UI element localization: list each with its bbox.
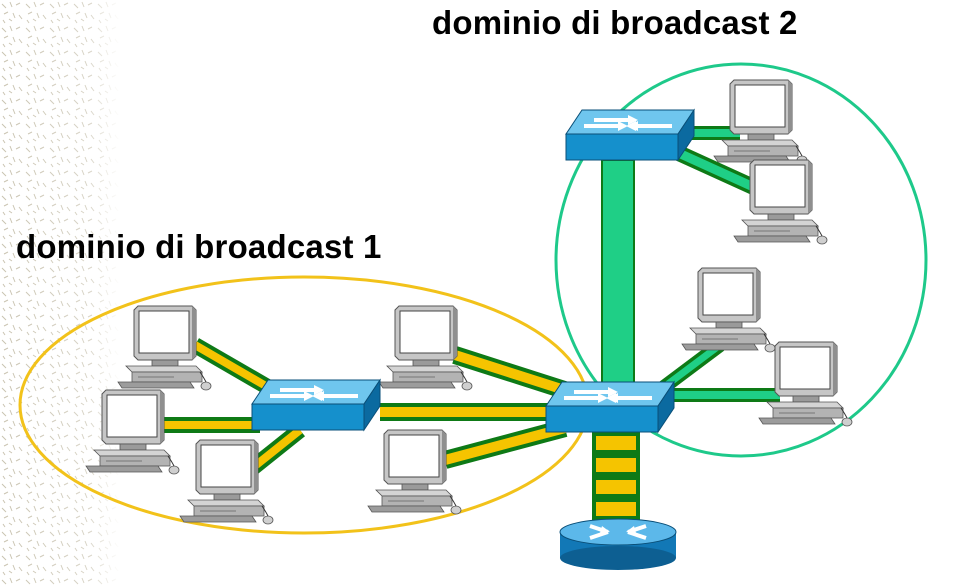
link-switch3-pc7 bbox=[668, 142, 764, 198]
switch-icon bbox=[545, 381, 675, 433]
link-switch2-router bbox=[592, 430, 640, 520]
router-icon bbox=[558, 517, 678, 572]
computer-icon bbox=[367, 429, 462, 515]
computer-icon bbox=[758, 341, 853, 427]
broadcast-domain-2-boundary bbox=[554, 62, 928, 458]
switch-icon bbox=[251, 379, 381, 431]
computer-icon bbox=[713, 79, 808, 165]
computer-icon bbox=[681, 267, 776, 353]
link-switch2-switch3 bbox=[601, 159, 635, 391]
link-switch2-pc5 bbox=[442, 419, 568, 469]
broadcast-domain-1-label: dominio di broadcast 1 bbox=[16, 228, 382, 265]
broadcast-domain-2-label: dominio di broadcast 2 bbox=[432, 4, 798, 41]
computer-icon bbox=[733, 159, 828, 245]
switch-icon bbox=[565, 109, 695, 161]
background-texture bbox=[0, 0, 120, 585]
